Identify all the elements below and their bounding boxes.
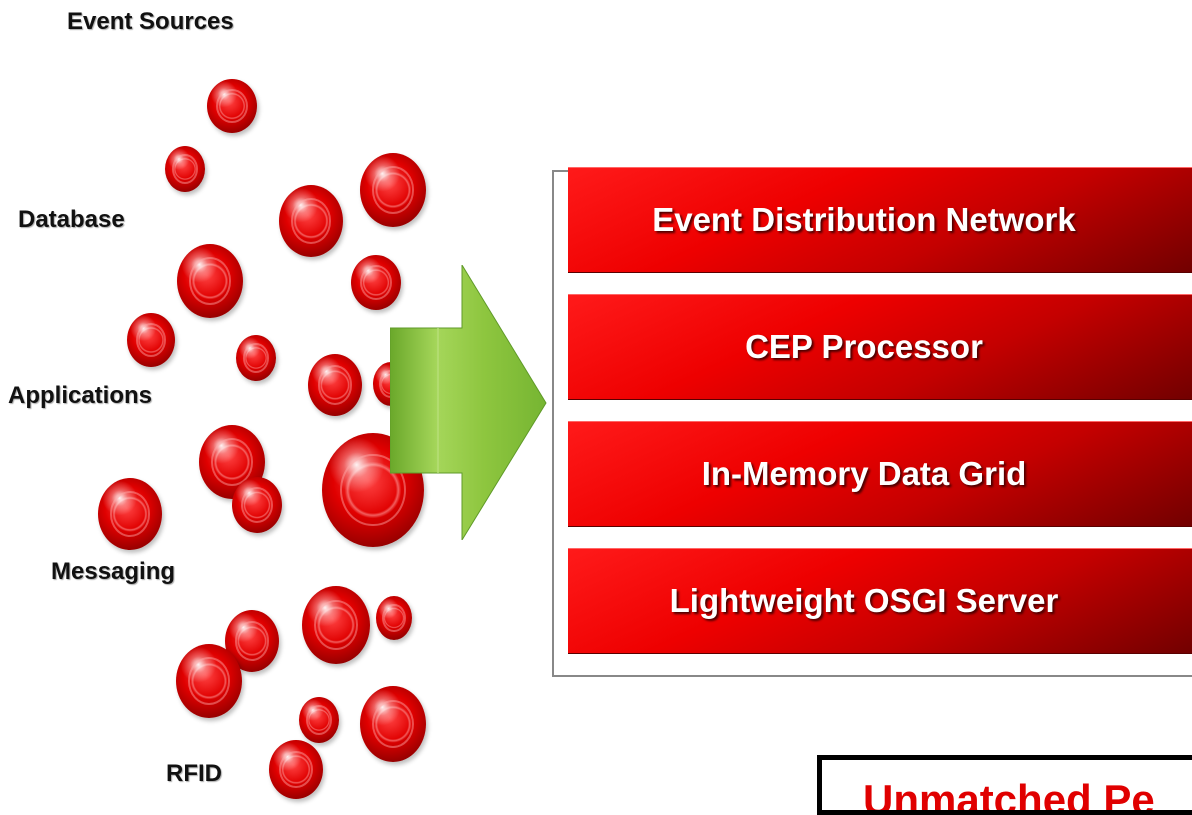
flow-arrow-icon — [390, 265, 547, 540]
callout-box: Unmatched Pe — [817, 755, 1192, 815]
event-sphere-icon — [207, 79, 257, 133]
event-sphere-icon — [360, 686, 426, 762]
event-sphere-icon — [176, 644, 242, 718]
source-label-messaging: Messaging — [51, 558, 176, 585]
layer-in-memory-data-grid: In-Memory Data Grid — [568, 421, 1192, 527]
event-sphere-icon — [177, 244, 243, 318]
event-sphere-icon — [279, 185, 343, 257]
callout-text: Unmatched Pe — [863, 776, 1155, 815]
source-label-rfid: RFID — [166, 760, 222, 787]
event-sphere-icon — [302, 586, 370, 664]
source-label-database: Database — [18, 206, 125, 233]
event-sphere-icon — [360, 153, 426, 227]
diagram-title: Event Sources — [67, 8, 234, 35]
event-sphere-icon — [165, 146, 205, 192]
event-sphere-icon — [299, 697, 339, 743]
layer-lightweight-osgi-server: Lightweight OSGI Server — [568, 548, 1192, 654]
source-label-applications: Applications — [8, 382, 153, 409]
event-sphere-icon — [232, 477, 282, 533]
event-sphere-icon — [236, 335, 276, 381]
event-sphere-icon — [269, 740, 323, 799]
event-sphere-icon — [376, 596, 412, 640]
event-sphere-icon — [351, 255, 401, 310]
event-sphere-icon — [98, 478, 162, 550]
event-sphere-icon — [308, 354, 362, 416]
layer-cep-processor: CEP Processor — [568, 294, 1192, 400]
layer-event-distribution-network: Event Distribution Network — [568, 167, 1192, 273]
event-sphere-icon — [127, 313, 175, 367]
